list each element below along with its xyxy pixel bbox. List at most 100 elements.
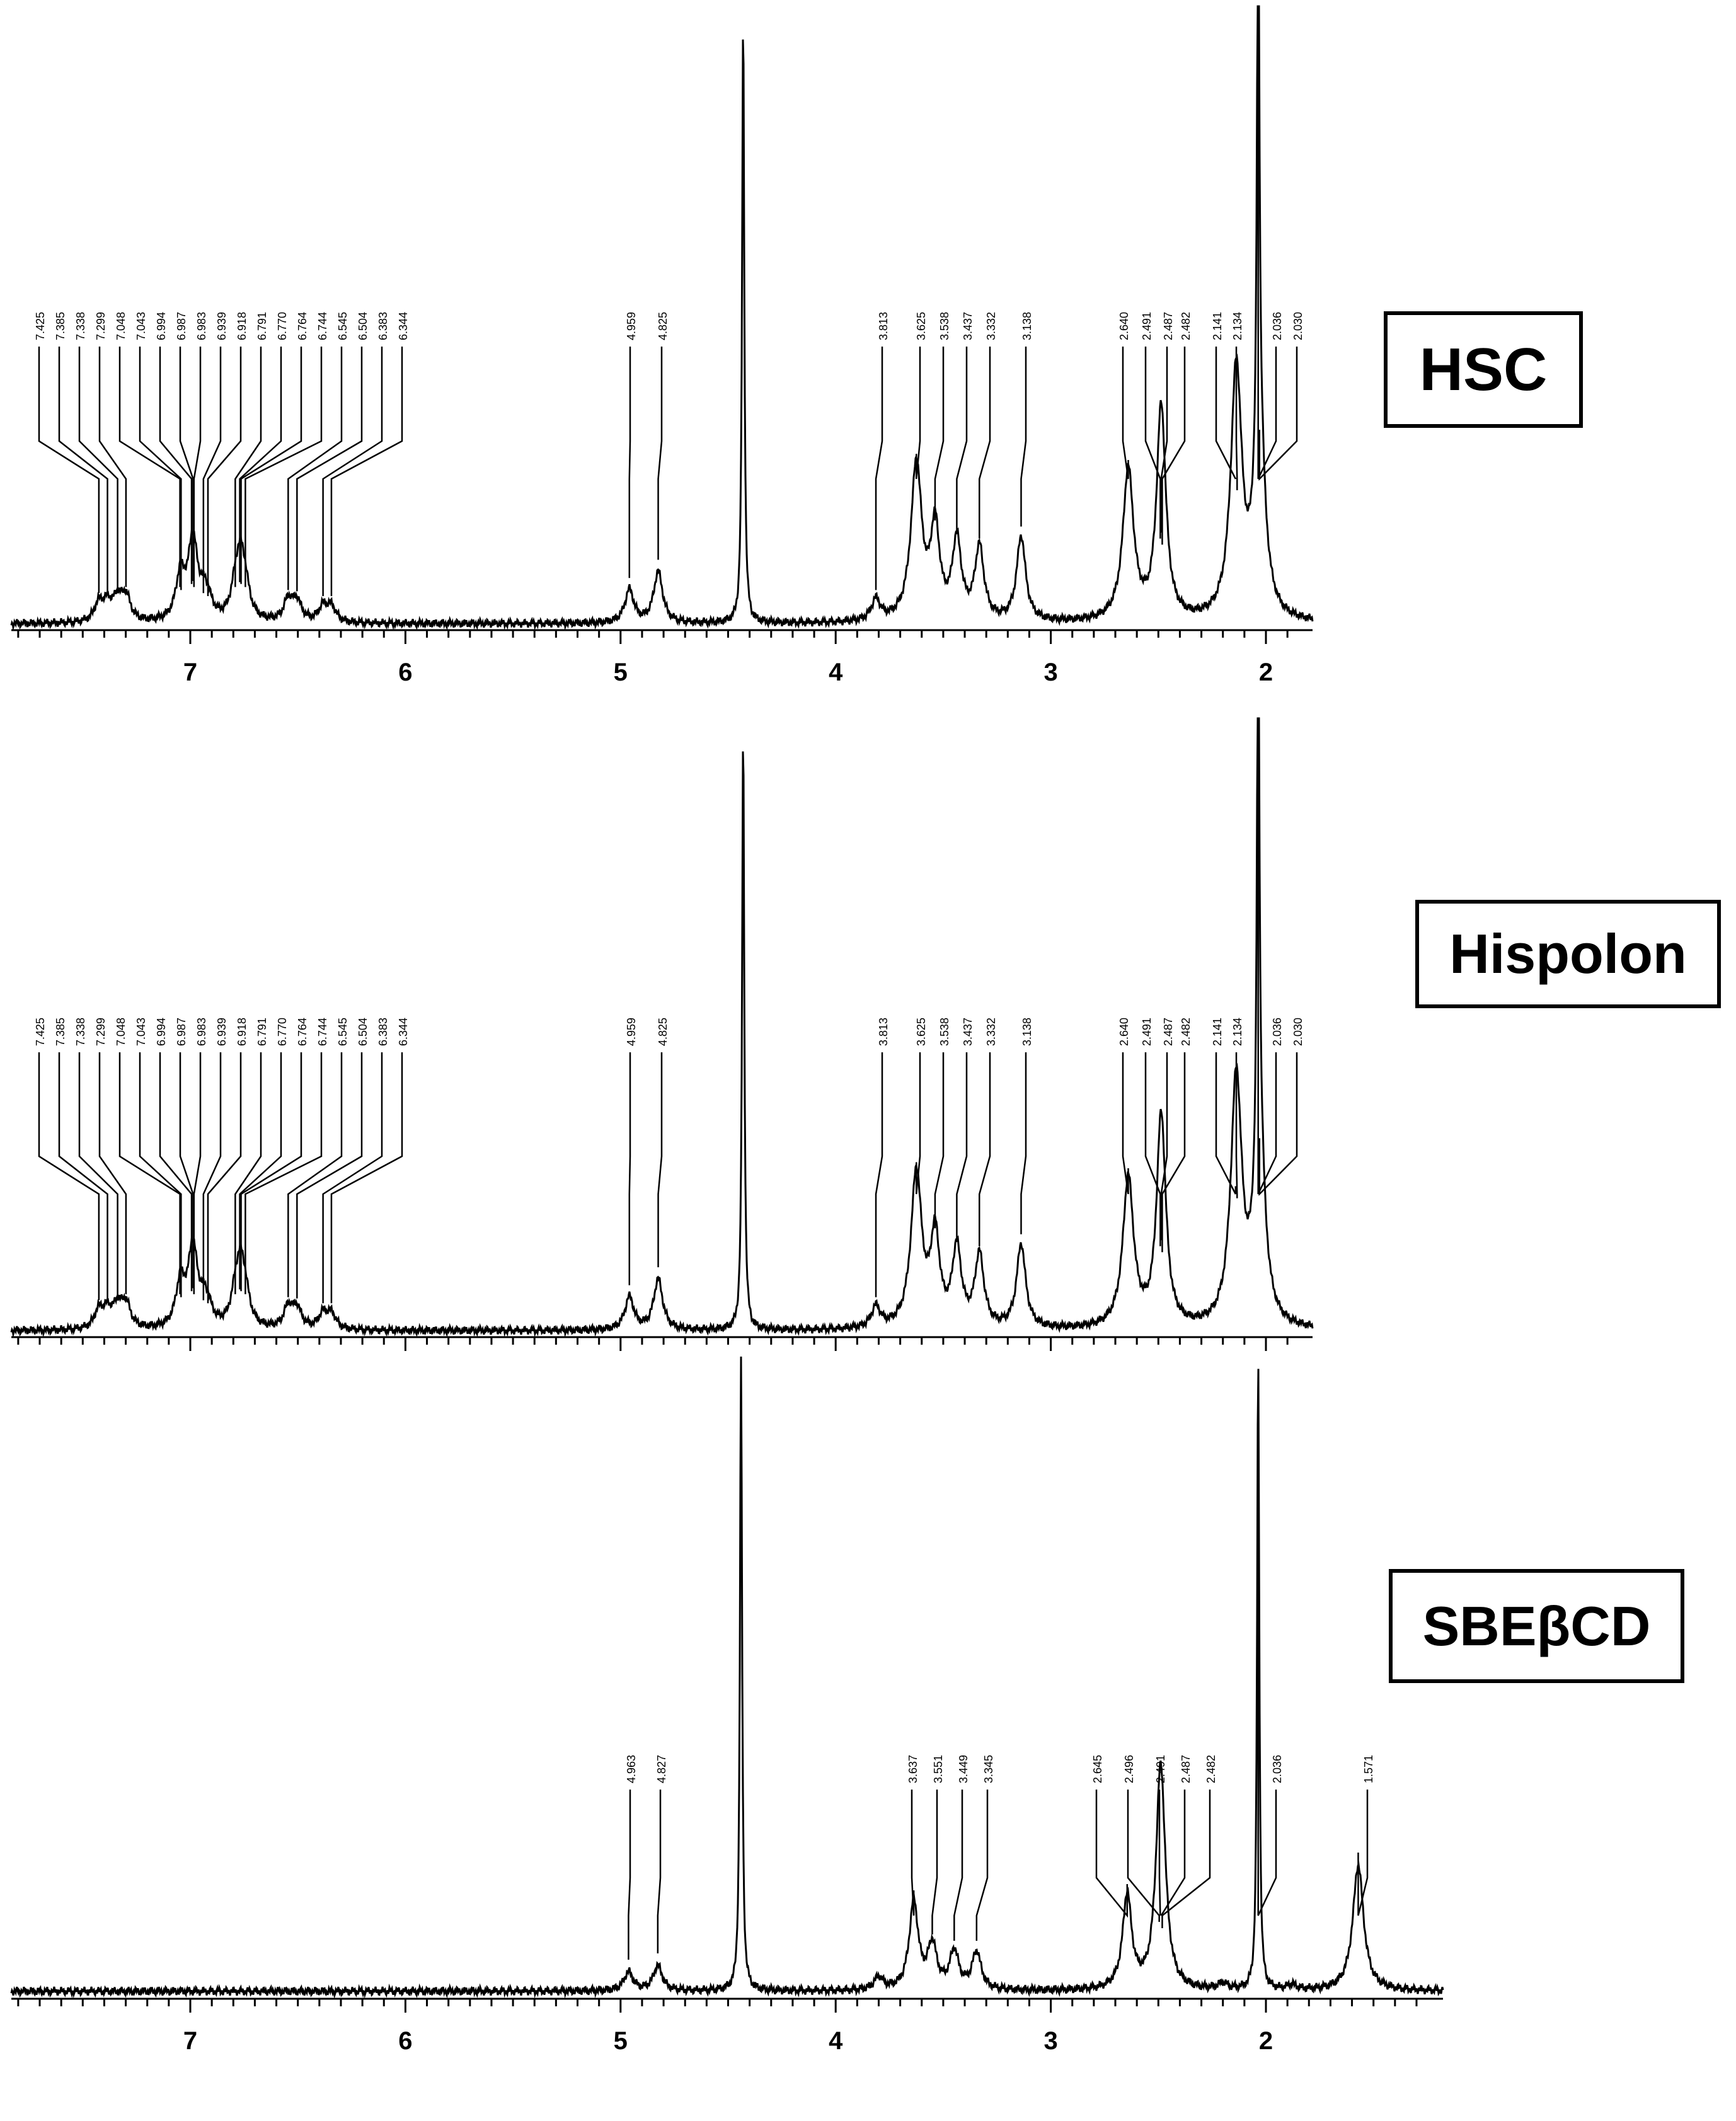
peak-label: 4.959 (625, 1018, 638, 1046)
peak-leader-line (322, 347, 383, 596)
peak-leader-line (628, 347, 631, 578)
peak-leader-line (159, 1052, 193, 1292)
peak-label: 3.437 (962, 312, 974, 340)
peak-leader-line (628, 1052, 631, 1285)
peak-label: 2.640 (1118, 312, 1130, 340)
peak-label: 3.332 (985, 312, 997, 340)
spectrum-trace-0 (10, 5, 1314, 631)
peak-label: 7.425 (34, 1018, 47, 1046)
peak-label: 6.545 (336, 1018, 349, 1046)
peak-label: 6.770 (276, 1018, 289, 1046)
peak-leader-line (1122, 347, 1129, 480)
x-tick-label: 3 (1043, 658, 1057, 686)
peak-leader-line (975, 1790, 989, 1941)
peak-label: 4.963 (625, 1755, 638, 1783)
spectrum-label-hsc: HSC (1384, 311, 1583, 428)
peak-leader-line (234, 347, 262, 587)
peak-leader-line (207, 347, 242, 596)
peak-leader-line (875, 347, 883, 590)
peak-leader-line (979, 1052, 991, 1246)
peak-label: 7.043 (135, 312, 147, 340)
peak-leader-line (1158, 1790, 1161, 1916)
peak-leader-line (207, 1052, 242, 1304)
peak-leader-line (911, 1790, 915, 1916)
peak-label: 6.994 (155, 1018, 168, 1046)
peak-label: 3.138 (1021, 312, 1033, 340)
peak-leader-line (118, 1052, 181, 1294)
peak-label: 2.134 (1231, 312, 1244, 340)
peak-leader-line (1215, 1052, 1237, 1195)
peak-label: 3.138 (1021, 1018, 1033, 1046)
x-tick-label: 6 (398, 2027, 412, 2055)
peak-label: 3.437 (962, 1018, 974, 1046)
peak-label: 2.482 (1205, 1755, 1217, 1783)
peak-label: 7.299 (95, 1018, 107, 1046)
peak-label: 6.983 (195, 1018, 208, 1046)
x-tick-label: 7 (183, 658, 197, 686)
x-tick-label: 4 (829, 2027, 843, 2055)
peak-label: 6.770 (276, 312, 289, 340)
peak-leader-line (78, 347, 118, 590)
peak-label: 3.625 (915, 312, 928, 340)
peak-label: 2.030 (1292, 312, 1304, 340)
x-tick-label: 3 (1043, 2027, 1057, 2055)
peak-leader-line (244, 347, 323, 587)
peak-label: 3.813 (877, 1018, 890, 1046)
peak-label: 2.491 (1141, 1018, 1153, 1046)
peak-leader-line (628, 1790, 631, 1960)
peak-leader-line (1020, 347, 1027, 527)
peak-leader-line (1257, 756, 1277, 1195)
peak-leader-line (1235, 1052, 1238, 1198)
peak-label: 3.332 (985, 1018, 997, 1046)
peak-leader-line (1122, 1052, 1129, 1195)
peak-leader-line (139, 347, 182, 590)
x-tick-label: 6 (398, 658, 412, 686)
peak-label: 2.134 (1231, 1018, 1244, 1046)
peak-leader-line (58, 1052, 108, 1302)
peak-label: 7.048 (115, 312, 127, 340)
peak-label: 3.813 (877, 312, 890, 340)
peak-leader-line (1235, 347, 1238, 490)
peak-leader-line (193, 347, 202, 587)
peak-label: 3.449 (957, 1755, 970, 1783)
peak-leader-line (118, 347, 181, 587)
peak-label: 2.482 (1180, 1018, 1192, 1046)
peak-leader-line (1257, 44, 1277, 480)
peak-leader-line (1144, 1052, 1161, 1246)
peak-leader-line (1144, 347, 1161, 539)
peak-label: 2.036 (1271, 1755, 1284, 1783)
peak-leader-line (330, 347, 403, 596)
peak-leader-line (1127, 1790, 1160, 1922)
peak-label: 3.551 (932, 1755, 945, 1783)
peak-leader-line (287, 1052, 343, 1297)
peak-label: 6.504 (357, 1018, 369, 1046)
peak-label: 2.487 (1162, 312, 1175, 340)
peak-leader-line (1095, 1790, 1129, 1918)
spectrum-label-sbebcd: SBEβCD (1389, 1569, 1684, 1683)
x-tick-label: 7 (183, 2027, 197, 2055)
peak-label: 6.764 (296, 312, 309, 340)
peak-leader-line (1357, 1790, 1369, 1916)
peak-leader-line (239, 1052, 282, 1290)
peak-label: 2.487 (1162, 1018, 1175, 1046)
peak-leader-line (1020, 1052, 1027, 1234)
peak-label: 2.141 (1211, 1018, 1224, 1046)
peak-leader-line (1160, 1790, 1186, 1916)
peak-label: 6.344 (397, 312, 410, 340)
peak-label: 6.791 (256, 312, 268, 340)
peak-leader-line (58, 347, 108, 595)
peak-label: 7.338 (74, 312, 87, 340)
peak-label: 2.487 (1180, 1755, 1192, 1783)
peak-label: 2.491 (1141, 312, 1153, 340)
peak-label: 6.383 (377, 312, 389, 340)
peak-leader-line (1257, 1386, 1277, 1916)
peak-leader-line (657, 1052, 663, 1268)
peak-leader-line (78, 1052, 118, 1297)
peak-leader-line (953, 1790, 963, 1941)
peak-label: 6.545 (336, 312, 349, 340)
peak-leader-line (657, 1790, 662, 1953)
peak-label: 3.345 (982, 1755, 995, 1783)
peak-leader-line (159, 347, 193, 584)
peak-leader-line (202, 1052, 222, 1301)
